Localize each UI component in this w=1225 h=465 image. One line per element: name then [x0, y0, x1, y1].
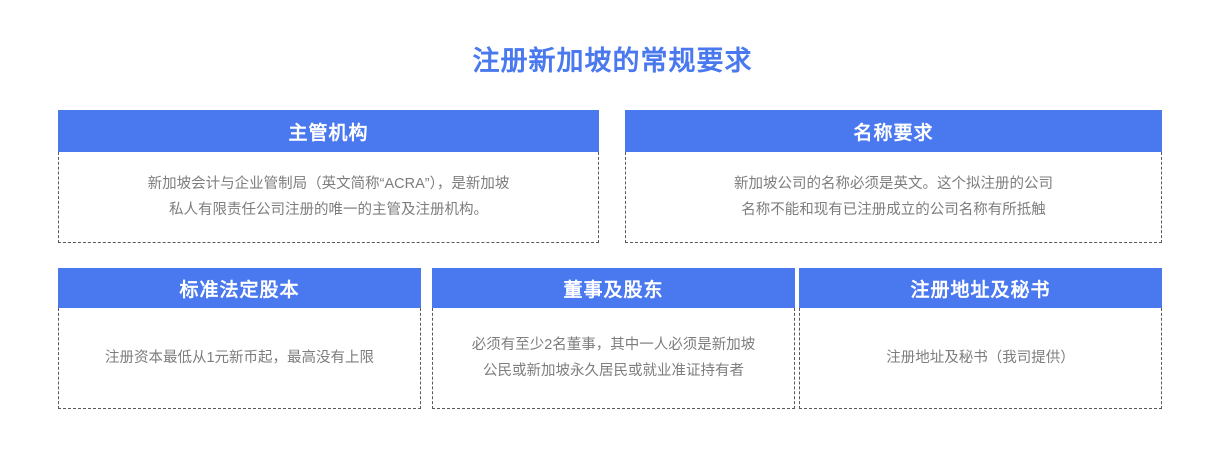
card-header-directors-shareholders: 董事及股东	[432, 268, 795, 308]
card-body-text-share-capital: 注册资本最低从1元新币起，最高没有上限	[104, 350, 375, 366]
page-title: 注册新加坡的常规要求	[472, 46, 753, 76]
card-body-text-directors-shareholders: 必须有至少2名董事，其中一人必须是新加坡 公民或新加坡永久居民或就业准证持有者	[471, 337, 756, 379]
card-body-share-capital: 注册资本最低从1元新币起，最高没有上限	[58, 308, 421, 409]
card-header-authority: 主管机构	[58, 110, 599, 152]
card-body-address-secretary: 注册地址及秘书（我司提供）	[799, 308, 1162, 409]
card-body-name-requirement: 新加坡公司的名称必须是英文。这个拟注册的公司 名称不能和现有已注册成立的公司名称…	[625, 152, 1162, 243]
card-header-address-secretary: 注册地址及秘书	[799, 268, 1162, 308]
card-name-requirement: 名称要求 新加坡公司的名称必须是英文。这个拟注册的公司 名称不能和现有已注册成立…	[625, 110, 1162, 243]
card-share-capital: 标准法定股本 注册资本最低从1元新币起，最高没有上限	[58, 268, 421, 409]
card-authority: 主管机构 新加坡会计与企业管制局（英文简称“ACRA”），是新加坡 私人有限责任…	[58, 110, 599, 243]
card-body-text-address-secretary: 注册地址及秘书（我司提供）	[886, 350, 1075, 366]
card-body-text-authority: 新加坡会计与企业管制局（英文简称“ACRA”），是新加坡 私人有限责任公司注册的…	[147, 176, 510, 218]
card-header-name-requirement: 名称要求	[625, 110, 1162, 152]
card-header-share-capital: 标准法定股本	[58, 268, 421, 308]
card-directors-shareholders: 董事及股东 必须有至少2名董事，其中一人必须是新加坡 公民或新加坡永久居民或就业…	[432, 268, 795, 409]
card-body-text-name-requirement: 新加坡公司的名称必须是英文。这个拟注册的公司 名称不能和现有已注册成立的公司名称…	[734, 176, 1053, 218]
card-body-directors-shareholders: 必须有至少2名董事，其中一人必须是新加坡 公民或新加坡永久居民或就业准证持有者	[432, 308, 795, 409]
card-address-secretary: 注册地址及秘书 注册地址及秘书（我司提供）	[799, 268, 1162, 409]
card-body-authority: 新加坡会计与企业管制局（英文简称“ACRA”），是新加坡 私人有限责任公司注册的…	[58, 152, 599, 243]
